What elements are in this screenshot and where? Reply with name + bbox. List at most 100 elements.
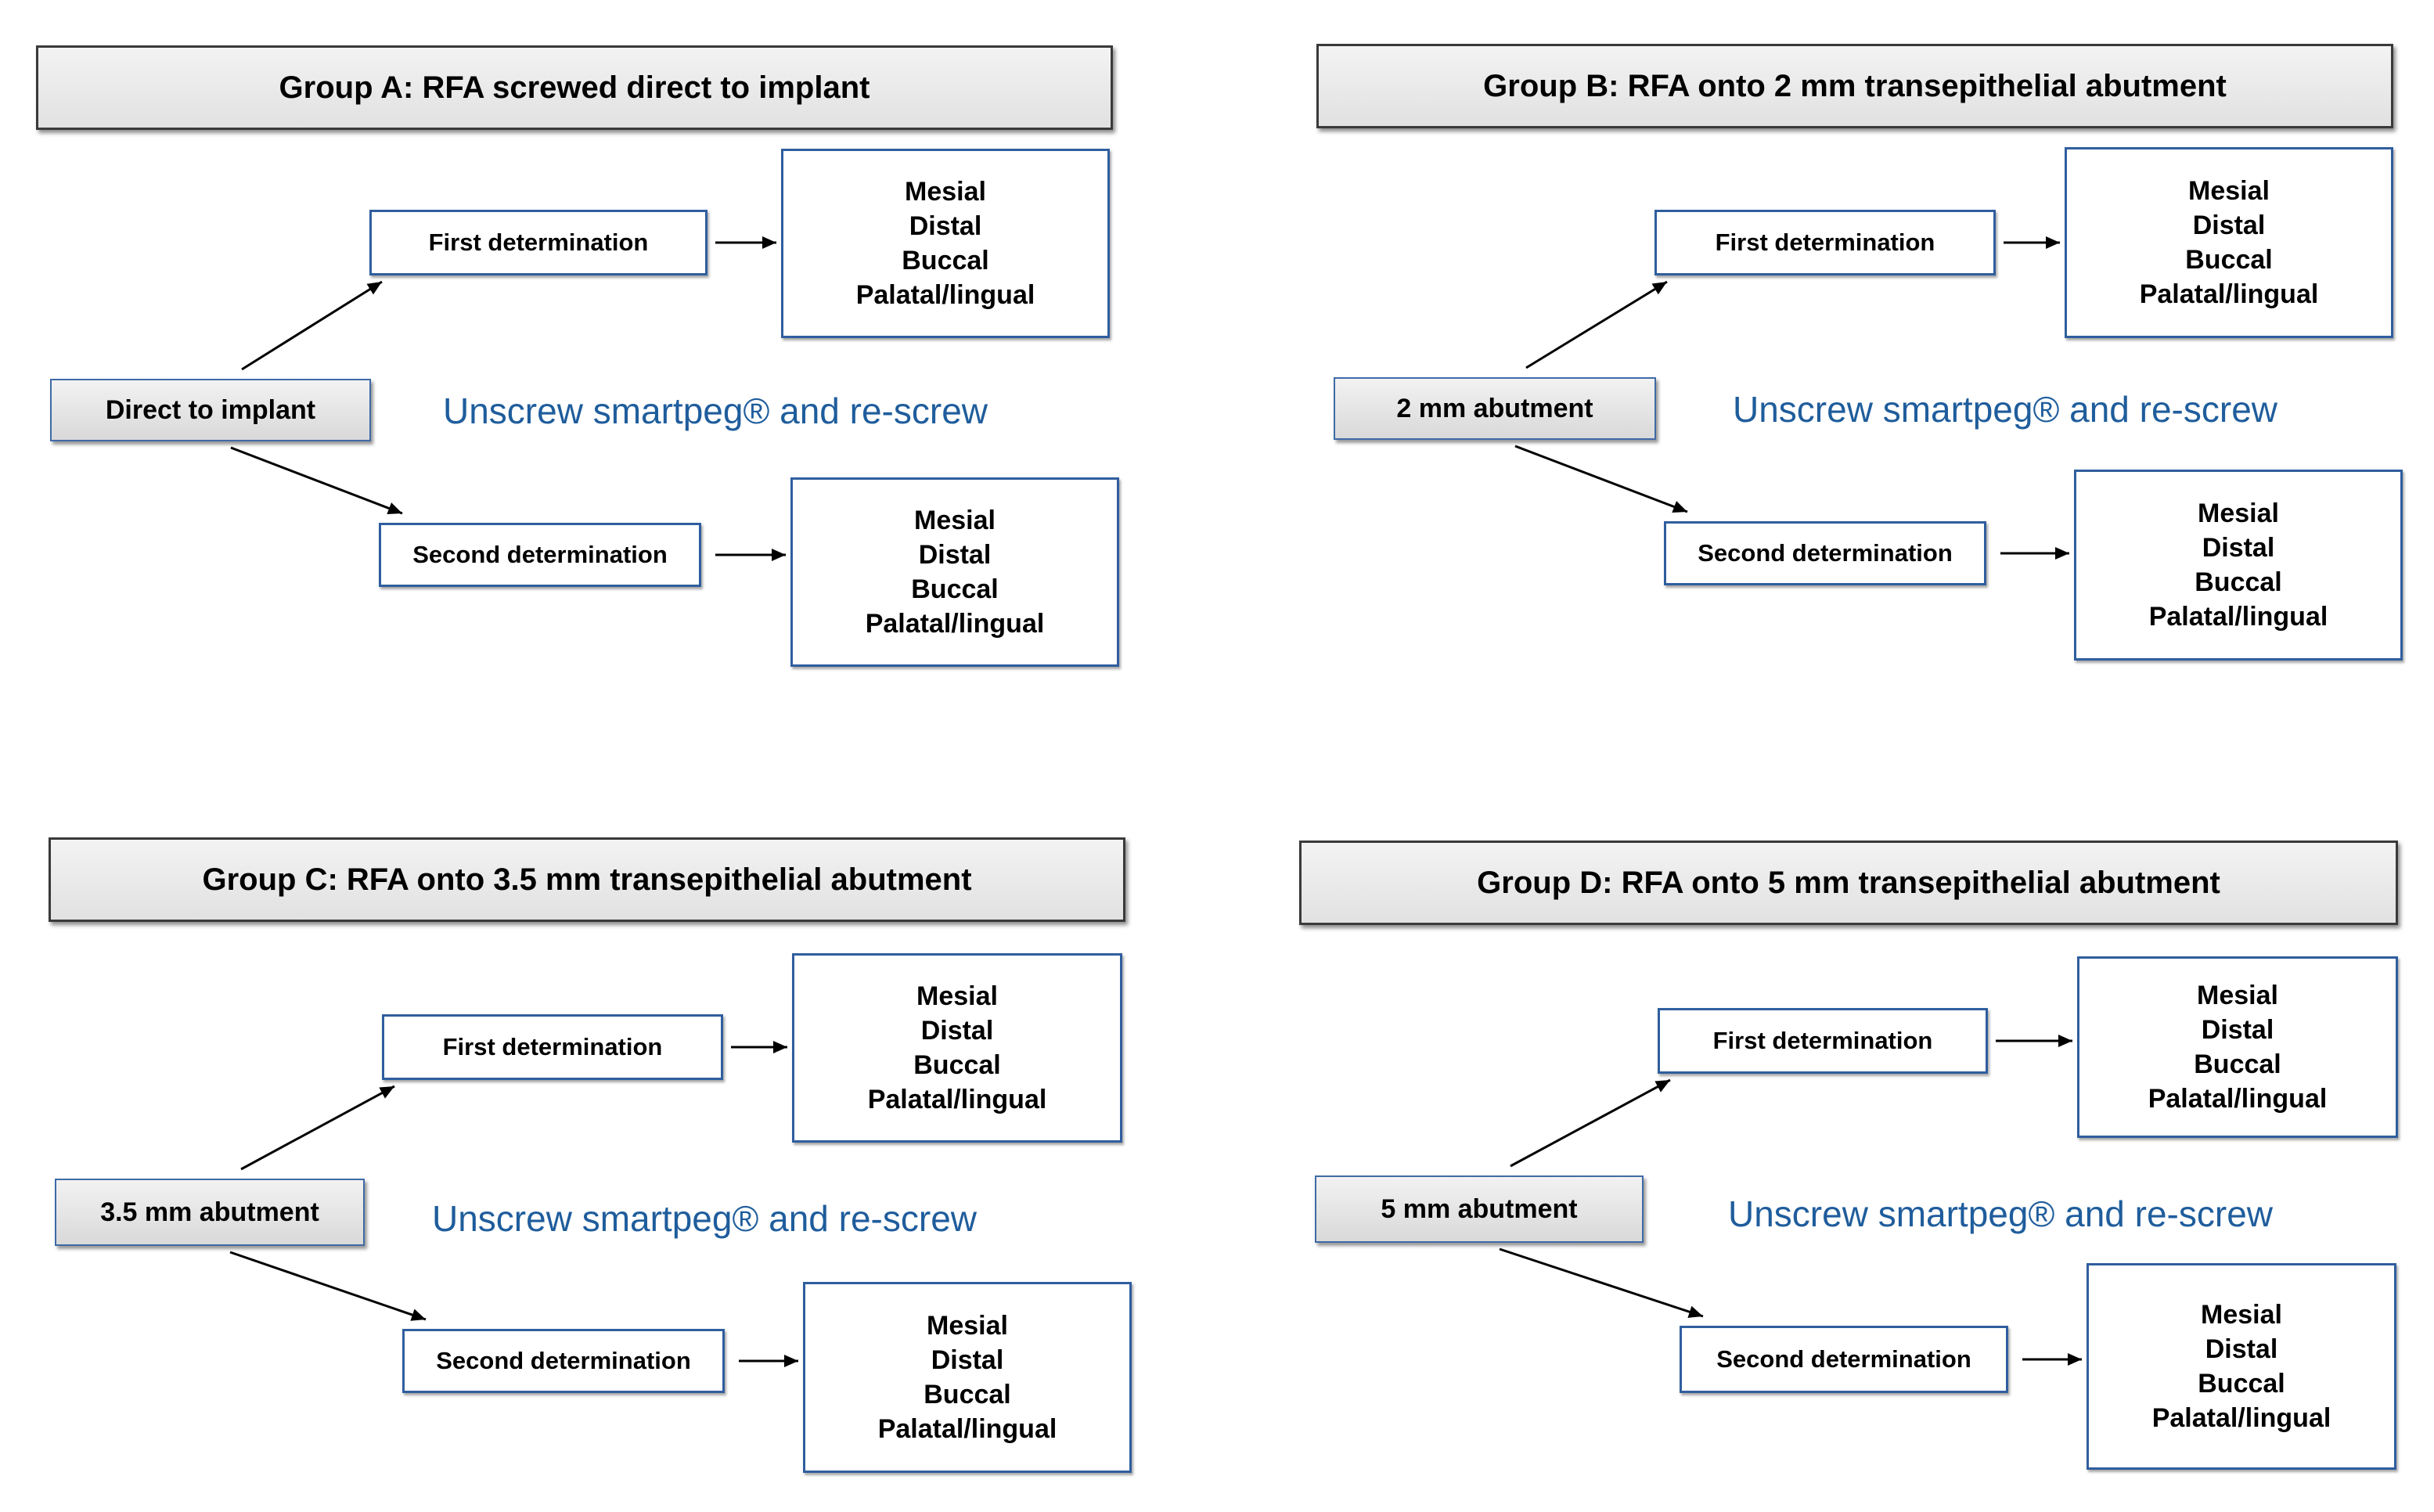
group-b-arrow-to-first: [1525, 280, 1668, 369]
location-item: Palatal/lingual: [855, 280, 1035, 310]
group-d-title: Group D: RFA onto 5 mm transepithelial a…: [1299, 841, 2398, 925]
location-item: Mesial: [2188, 176, 2270, 206]
location-item: Buccal: [2194, 1049, 2281, 1079]
group-a-second-determination-label: Second determination: [412, 541, 668, 568]
group-c-second-determination: Second determination: [402, 1329, 725, 1393]
group-c-title: Group C: RFA onto 3.5 mm transepithelial…: [49, 837, 1125, 922]
location-item: Mesial: [2201, 1300, 2282, 1330]
group-a-arrow-second-to-locations-head: [772, 549, 786, 561]
location-item: Distal: [2201, 1015, 2274, 1045]
group-a-arrow-to-second: [230, 446, 403, 515]
group-b-title-label: Group B: RFA onto 2 mm transepithelial a…: [1483, 68, 2227, 103]
group-b-second-determination-label: Second determination: [1698, 539, 1953, 567]
group-a-arrow-to-second-head: [387, 502, 402, 515]
location-item: Buccal: [2195, 567, 2282, 597]
group-b-first-determination-label: First determination: [1715, 229, 1935, 256]
location-item: Palatal/lingual: [2148, 602, 2328, 632]
group-b-source-box-label: 2 mm abutment: [1396, 393, 1593, 423]
group-a-rescrew-note: Unscrew smartpeg® and re-screw: [443, 391, 988, 431]
group-c-arrow-to-second-head: [410, 1309, 426, 1321]
group-d-source-box-label: 5 mm abutment: [1381, 1193, 1578, 1224]
group-d-source-box: 5 mm abutment: [1315, 1175, 1644, 1243]
group-c-arrow-to-first-head: [379, 1086, 394, 1099]
group-d-second-determination-label: Second determination: [1716, 1345, 1971, 1373]
location-item: Palatal/lingual: [2139, 279, 2319, 309]
group-c-title-label: Group C: RFA onto 3.5 mm transepithelial…: [202, 862, 972, 897]
group-b-first-determination: First determination: [1654, 210, 1996, 275]
location-item: Mesial: [2197, 981, 2278, 1010]
location-item: Mesial: [905, 177, 986, 207]
group-d-first-determination-label: First determination: [1712, 1027, 1933, 1054]
group-a-arrow-to-first-head: [366, 282, 382, 295]
group-a-second-determination: Second determination: [379, 523, 701, 587]
group-a-title-label: Group A: RFA screwed direct to implant: [279, 70, 870, 105]
group-c-source-box: 3.5 mm abutment: [55, 1179, 365, 1246]
location-item: Mesial: [2198, 499, 2279, 528]
location-item: Buccal: [924, 1380, 1011, 1409]
group-a-first-determination: First determination: [369, 210, 708, 275]
group-b-source-box: 2 mm abutment: [1334, 377, 1656, 440]
group-b-second-determination: Second determination: [1664, 521, 1986, 585]
group-c-arrow-second-to-locations-head: [784, 1355, 798, 1367]
group-d-title-label: Group D: RFA onto 5 mm transepithelial a…: [1477, 865, 2220, 900]
group-a-first-determination-label: First determination: [428, 229, 649, 256]
group-d-first-determination: First determination: [1658, 1008, 1988, 1074]
location-item: Palatal/lingual: [867, 1085, 1047, 1114]
group-c-arrow-first-to-locations-head: [773, 1041, 787, 1053]
group-c-first-determination: First determination: [382, 1014, 723, 1080]
location-item: Palatal/lingual: [2148, 1084, 2328, 1114]
location-item: Mesial: [927, 1311, 1008, 1341]
location-item: Distal: [2192, 211, 2266, 240]
group-d-rescrew-note: Unscrew smartpeg® and re-screw: [1728, 1193, 2273, 1234]
group-a-source-box-label: Direct to implant: [105, 394, 316, 425]
location-item: Buccal: [902, 246, 989, 275]
location-item: Buccal: [913, 1050, 1001, 1080]
location-item: Distal: [2202, 533, 2275, 563]
group-d-arrow-to-second-head: [1687, 1305, 1703, 1318]
group-a-source-box: Direct to implant: [50, 379, 371, 441]
group-b-arrow-to-second: [1514, 445, 1688, 513]
location-item: Buccal: [2185, 245, 2273, 275]
group-c-rescrew-note: Unscrew smartpeg® and re-screw: [432, 1198, 977, 1239]
group-c-arrow-to-first: [240, 1085, 395, 1171]
group-d-arrow-to-first-head: [1654, 1080, 1670, 1093]
location-item: Distal: [931, 1345, 1004, 1375]
location-item: Distal: [2205, 1334, 2278, 1364]
location-item: Distal: [918, 540, 992, 570]
group-a-arrow-to-first: [241, 280, 383, 371]
group-b-arrow-second-to-locations-head: [2055, 547, 2069, 560]
location-item: Distal: [909, 211, 982, 241]
group-d-arrow-to-second: [1499, 1247, 1704, 1318]
location-item: Mesial: [914, 506, 996, 535]
group-d-arrow-second-to-locations-head: [2068, 1353, 2082, 1366]
group-c-source-box-label: 3.5 mm abutment: [100, 1197, 319, 1227]
location-item: Palatal/lingual: [877, 1414, 1057, 1444]
group-b-title: Group B: RFA onto 2 mm transepithelial a…: [1316, 44, 2393, 128]
group-b-arrow-to-first-head: [1651, 282, 1667, 295]
location-item: Palatal/lingual: [2151, 1403, 2331, 1433]
location-item: Buccal: [2198, 1369, 2285, 1399]
group-b-arrow-first-to-locations-head: [2046, 236, 2060, 249]
location-item: Distal: [920, 1016, 994, 1046]
group-a-title: Group A: RFA screwed direct to implant: [36, 45, 1113, 130]
location-item: Palatal/lingual: [865, 609, 1045, 639]
group-d-arrow-to-first: [1510, 1078, 1671, 1168]
group-c-second-determination-label: Second determination: [436, 1347, 691, 1374]
group-d-second-determination: Second determination: [1680, 1326, 2008, 1393]
location-item: Mesial: [916, 981, 998, 1011]
group-b-rescrew-note: Unscrew smartpeg® and re-screw: [1733, 389, 2277, 430]
